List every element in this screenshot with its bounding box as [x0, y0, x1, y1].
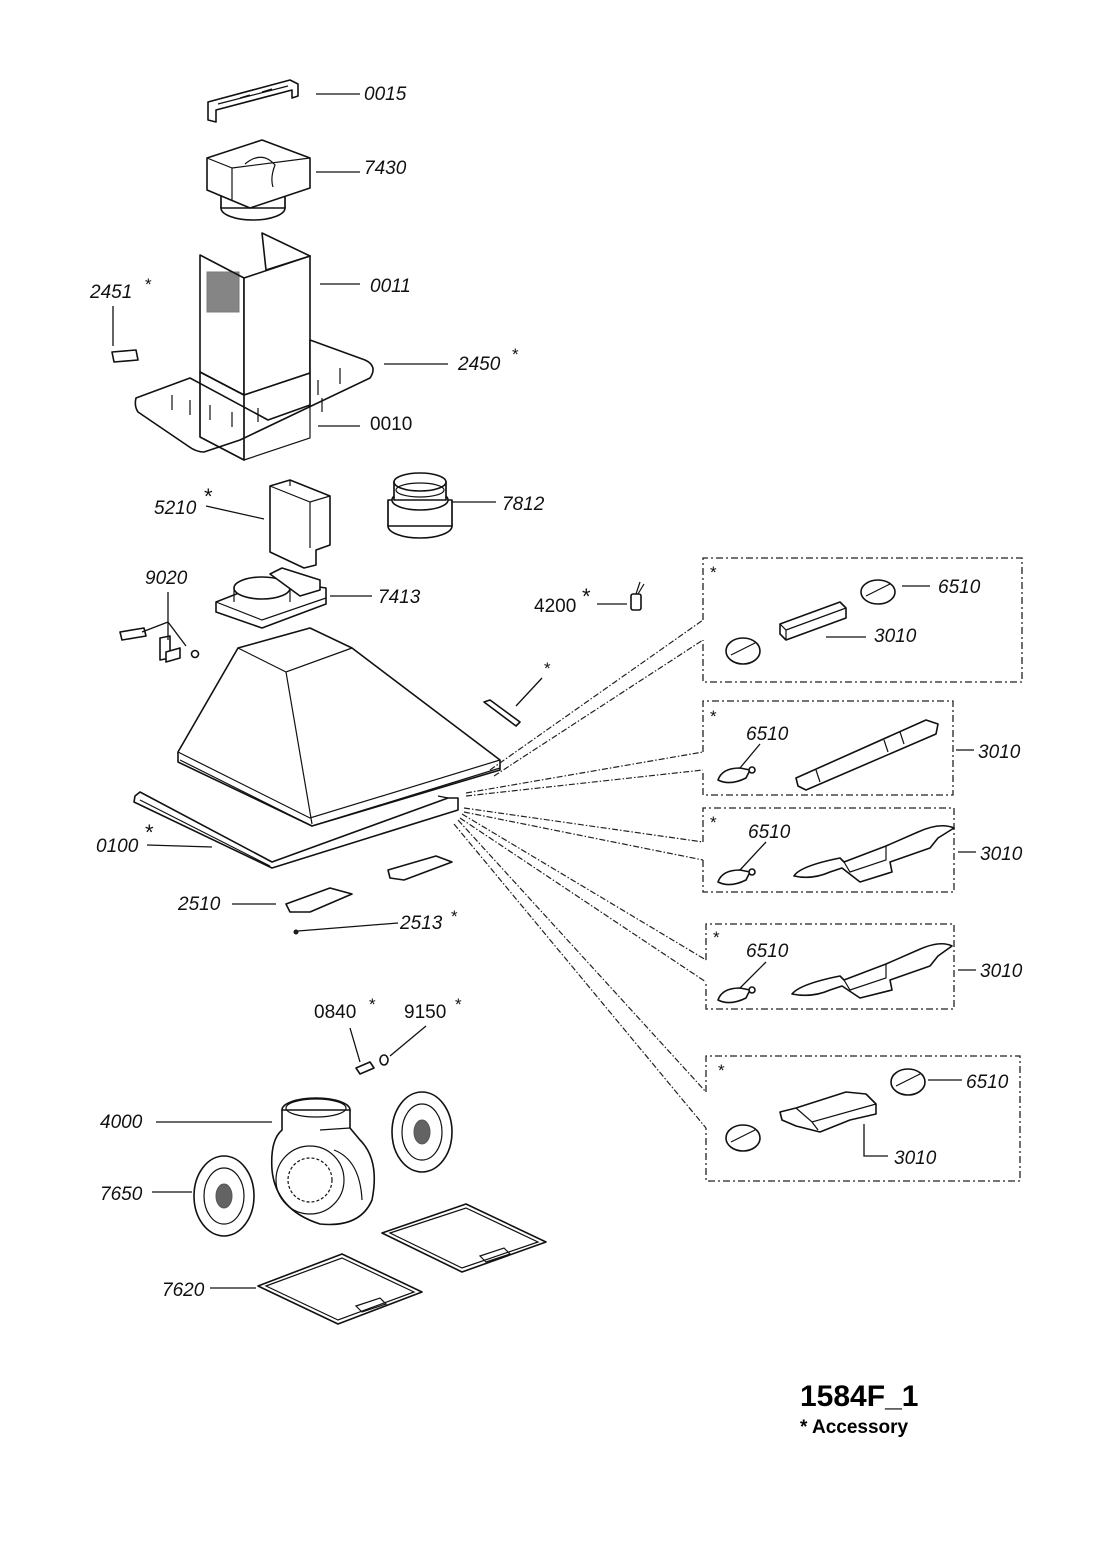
accessory-mark-9150: * — [455, 995, 462, 1014]
label-7430: 7430 — [364, 158, 407, 179]
label-7413: 7413 — [378, 587, 421, 608]
part-9020-fixing-kit — [119, 627, 200, 663]
label-7620: 7620 — [162, 1280, 205, 1301]
lighting-option-2: * 6510 3010 — [702, 700, 1021, 796]
part-0100-frame — [133, 791, 459, 869]
accessory-mark-2450: * — [512, 345, 519, 364]
lighting-option-3: * 6510 3010 — [702, 807, 1023, 893]
accessory-mark-5210: * — [204, 484, 213, 509]
part-2513-screw — [293, 929, 299, 935]
lighting-option-5: * 6510 3010 — [705, 1055, 1021, 1182]
accessory-mark-0100: * — [145, 820, 154, 845]
leader-9150 — [389, 1025, 427, 1057]
part-7430-air-diverter — [206, 139, 311, 221]
leader-2513 — [297, 922, 399, 932]
label-4000: 4000 — [100, 1112, 143, 1133]
label-3010-box-4: 3010 — [980, 961, 1023, 982]
label-2450: 2450 — [457, 354, 501, 375]
bulb-6510-icon — [717, 868, 756, 886]
lamp-holder-3010-icon — [779, 1091, 877, 1133]
part-7413-motor-plate — [215, 567, 327, 629]
part-2451-clip — [111, 349, 139, 363]
part-4200-capacitor — [630, 581, 645, 611]
label-9150: 9150 — [404, 1002, 446, 1023]
label-2510: 2510 — [177, 894, 221, 915]
label-6510-box-3: 6510 — [748, 822, 791, 843]
label-7650: 7650 — [100, 1184, 143, 1205]
label-5210: 5210 — [154, 498, 197, 519]
accessory-mark-box-2: * — [710, 707, 717, 726]
label-3010-box-5: 3010 — [894, 1148, 937, 1169]
part-4000-motor-blower — [270, 1097, 376, 1226]
accessory-mark-0840: * — [369, 995, 376, 1014]
label-3010-box-1: 3010 — [874, 626, 917, 647]
leader-9020 — [141, 592, 187, 647]
accessory-mark-2513: * — [451, 907, 458, 926]
leader-6510-box-4 — [739, 961, 767, 989]
lighting-option-leaders — [453, 619, 707, 1129]
label-6510-box-5: 6510 — [966, 1072, 1009, 1093]
accessory-mark-spatula: * — [544, 659, 551, 678]
part-2450-glass-canopy — [134, 339, 374, 453]
part-0840-connector — [355, 1061, 375, 1075]
label-4200: 4200 — [534, 596, 576, 617]
part-spatula-accessory — [483, 699, 521, 727]
label-3010-box-3: 3010 — [980, 844, 1023, 865]
label-3010-box-2: 3010 — [978, 742, 1021, 763]
part-0010-lower-chimney — [199, 371, 311, 461]
label-0840: 0840 — [314, 1002, 356, 1023]
accessory-mark-2451: * — [145, 275, 152, 294]
part-7620-grease-filter — [257, 1203, 547, 1325]
leader-3010-box-5 — [863, 1124, 888, 1157]
label-0011: 0011 — [370, 276, 411, 297]
leader-0840 — [349, 1027, 361, 1063]
label-0010: 0010 — [370, 414, 412, 435]
label-2513: 2513 — [399, 913, 443, 934]
lamp-holder-3010-icon — [793, 824, 955, 883]
leader-0100 — [146, 844, 213, 848]
lighting-option-1: * 6510 3010 — [702, 557, 1023, 683]
accessory-mark-box-4: * — [713, 928, 720, 947]
lamp-holder-3010-icon — [791, 942, 953, 999]
label-7812: 7812 — [502, 494, 545, 515]
label-6510-box-1: 6510 — [938, 577, 981, 598]
label-0100: 0100 — [96, 836, 139, 857]
leader-6510-box-3 — [739, 841, 767, 871]
part-7812-adaptor-ring — [387, 472, 453, 539]
part-0011-upper-chimney — [199, 232, 311, 396]
lamp-holder-3010-icon — [779, 601, 847, 641]
lamp-holder-3010-icon — [795, 719, 939, 791]
leader-spatula — [515, 677, 543, 707]
leader-5210 — [205, 505, 265, 520]
part-hood-canopy — [177, 627, 501, 827]
part-9150-ring — [379, 1054, 389, 1066]
bulb-6510-icon — [717, 766, 756, 784]
lamp-6510-icon — [725, 1068, 926, 1152]
accessory-mark-4200: * — [582, 584, 591, 609]
part-2510-lamp-cover — [285, 855, 453, 913]
part-7650-carbon-filter — [193, 1091, 453, 1237]
accessory-mark-box-1: * — [710, 563, 717, 582]
leader-6510-box-2 — [739, 743, 761, 769]
accessory-mark-box-3: * — [710, 813, 717, 832]
accessory-mark-box-5: * — [718, 1061, 725, 1080]
lighting-option-4: * 6510 3010 — [705, 923, 1023, 1010]
vent-grille-icon — [206, 271, 240, 313]
part-5210-cover — [269, 479, 331, 569]
part-0015-wall-bracket — [207, 79, 299, 123]
bulb-6510-icon — [717, 986, 756, 1004]
label-0015: 0015 — [364, 84, 407, 105]
label-9020: 9020 — [145, 568, 188, 589]
label-2451: 2451 — [89, 282, 132, 303]
label-6510-box-2: 6510 — [746, 724, 789, 745]
accessory-legend: * Accessory — [800, 1417, 909, 1438]
label-6510-box-4: 6510 — [746, 941, 789, 962]
lamp-6510-icon — [725, 579, 896, 665]
drawing-code: 1584F_1 — [800, 1380, 918, 1413]
